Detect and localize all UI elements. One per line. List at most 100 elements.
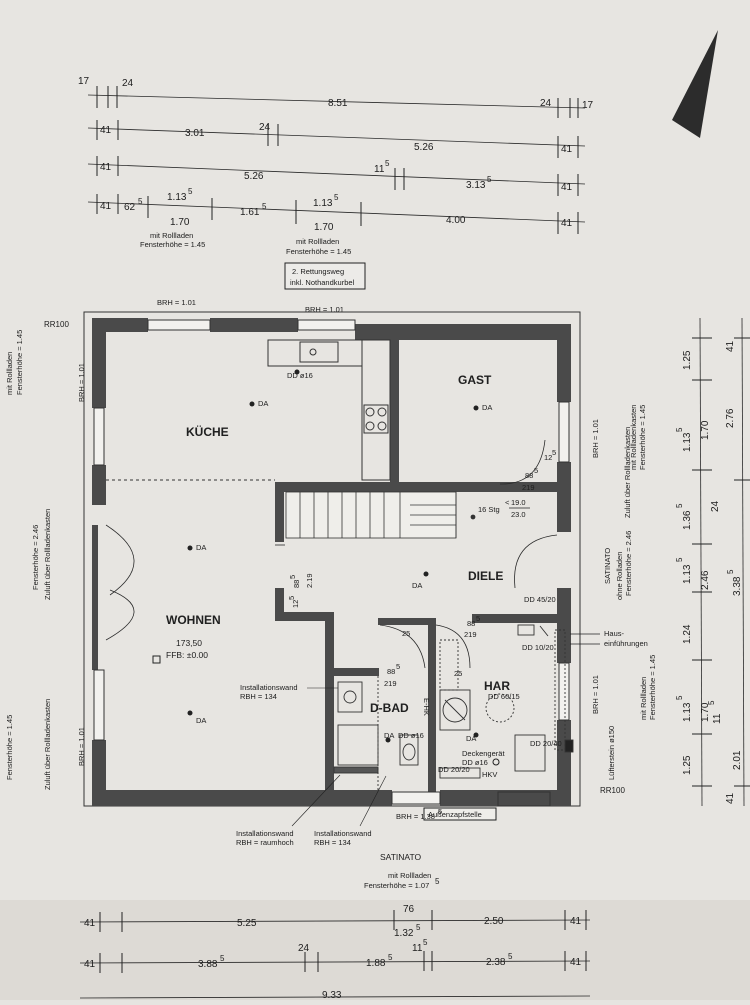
left-margin-b1: Fensterhöhe = 2.46 [31, 525, 40, 590]
dim-top-1e: 17 [582, 100, 594, 111]
fh-246: Fensterhöhe = 2.46 [624, 531, 633, 596]
room-kueche: KÜCHE [186, 424, 229, 439]
right-margin-c2: Fensterhöhe = 1.45 [648, 655, 657, 720]
room-wohnen: WOHNEN [166, 613, 221, 627]
left-margin-c2: Zuluft über Rollladenkasten [43, 699, 52, 790]
left-margin-a2: Fensterhöhe = 1.45 [15, 330, 24, 395]
dim-top-4c-sup: 5 [188, 187, 193, 196]
dim-top-1a: 17 [78, 76, 90, 87]
rdim-i2-wrap: 5 [675, 427, 684, 432]
dim-top-4f-sup: 5 [334, 193, 339, 202]
rdim-i13-wrap: 5 [707, 700, 716, 705]
dim-top-4h: 4.00 [446, 215, 466, 226]
rdim-outer-2: 24 [710, 500, 721, 512]
bdim-3a: 9.33 [322, 990, 342, 1000]
bdim-2d-sup: 5 [388, 953, 393, 962]
door-kueche-h-wrap: 2.19 [305, 573, 314, 588]
dd-20-40: DD 20/40 [530, 739, 562, 748]
rdim-outer-1: 2.76 [725, 408, 736, 428]
inst-wall-1a: Installationswand [240, 683, 298, 692]
brh-left-lower: BRH = 1.01 [77, 727, 86, 766]
door-25b: 25 [454, 669, 462, 678]
washbasin-icon [337, 681, 363, 713]
brh-bottom: BRH = 1.38 [396, 812, 435, 821]
dim-top-2c: 24 [259, 122, 271, 133]
brh-right-lower-wrap: BRH = 1.01 [591, 675, 600, 714]
luefter-label: Lüfterstein ø150 [607, 726, 616, 780]
staircase [285, 491, 476, 539]
rdim-i1-wrap: 1.13 [682, 432, 693, 452]
bottom-note-b-sup: 5 [435, 877, 440, 886]
rdim-inner-3: 1.70 [700, 420, 711, 440]
rdim-inner-6: 1.13 [682, 564, 693, 584]
rdim-o6-wrap: 2.01 [732, 750, 743, 770]
brh-bottom-sup: 5 [438, 807, 442, 816]
rmargin-a1-wrap: mit Rollladenkasten [629, 405, 638, 470]
inst-wall-2b: RBH = raumhoch [236, 838, 294, 847]
rescue-path-box: 2. Rettungsweg inkl. Nothandkurbel [284, 262, 366, 290]
rescue-line-1: 2. Rettungsweg [292, 267, 344, 276]
dim-top-3c-sup: 5 [385, 159, 390, 168]
rdim-inner-7: 5 [675, 557, 684, 562]
rdim-o2-wrap: 24 [710, 500, 721, 512]
wc-icon [399, 734, 419, 766]
da-bad: DA [384, 731, 394, 740]
door-gast-w-sup: 5 [534, 466, 538, 475]
dim-top-3c: 11 [374, 164, 385, 175]
rdim-i11-wrap: 1.70 [700, 702, 711, 722]
top-dimension-lines: 17 24 8.51 24 17 41 3.01 24 5.26 41 41 5… [78, 76, 594, 256]
dd-60-15: DD 60/15 [488, 692, 520, 701]
door-bad-h: 219 [384, 679, 397, 688]
dim-top-4g: 1.70 [314, 222, 334, 233]
rdim-inner-0: 1.25 [682, 350, 693, 370]
ohne-rolladen: ohne Rolladen [615, 552, 624, 600]
hkv-label: HKV [482, 770, 497, 779]
brh-top-right: BRH = 1.01 [305, 305, 344, 314]
left-margin-a1: mit Rollladen [5, 352, 14, 395]
door-kueche-w: 88 [292, 580, 301, 588]
rdim-o1-wrap: 2.76 [725, 408, 736, 428]
bdim-2a: 41 [84, 959, 96, 970]
left-margin-b1-wrap: Fensterhöhe = 2.46 [31, 525, 40, 590]
house-entry-1: Haus- [604, 629, 625, 638]
exterior-tap-label: Außenzapfstelle [428, 810, 482, 819]
window-note-left-a: mit Rollladen [150, 231, 193, 240]
ohne-rolladen-wrap: ohne Rolladen [615, 552, 624, 600]
zuluft-right-wrap: Zuluft über Rollladenkasten [623, 427, 632, 518]
rdim-o0-wrap: 41 [725, 340, 736, 352]
bdim-2f: 2.38 [486, 957, 506, 968]
rr100-top-left: RR100 [44, 320, 69, 329]
rdim-i0-wrap: 1.25 [682, 350, 693, 370]
rdim-outer-5: 5 [726, 569, 735, 574]
bottom-dimension-lines: 41 5.25 76 2.50 41 1.32 5 41 3.88 5 24 1… [79, 904, 591, 1001]
door-swings [105, 439, 558, 669]
rdim-i7-wrap: 5 [675, 557, 684, 562]
rdim-i3-wrap: 1.70 [700, 420, 711, 440]
left-margin-a2-wrap: Fensterhöhe = 1.45 [15, 330, 24, 395]
dim-top-4e: 1.61 [240, 207, 260, 218]
dim-top-3a: 41 [100, 162, 112, 173]
rdim-inner-10: 5 [675, 695, 684, 700]
da-diele: DA [412, 581, 422, 590]
stair-ratio-bottom: 23.0 [511, 510, 526, 519]
door-kueche-12: 12 [291, 600, 300, 608]
door-kueche-dims: 88 5 [288, 575, 301, 588]
bathroom-fixtures [333, 676, 419, 792]
rdim-inner-12: 11 [712, 713, 723, 724]
door-kueche-h: 2.19 [305, 573, 314, 588]
rdim-o4-wrap: 3.38 [732, 576, 743, 596]
room-har: HAR [484, 679, 510, 693]
dim-top-3d-sup: 5 [487, 175, 492, 184]
rdim-outer-6: 2.01 [732, 750, 743, 770]
stair-count: 16 Stg [478, 505, 500, 514]
rdim-i10-wrap: 5 [675, 695, 684, 700]
brh-left-lower-wrap: BRH = 1.01 [77, 727, 86, 766]
dim-top-4e-sup: 5 [262, 202, 267, 211]
bdim-2g: 41 [570, 957, 582, 968]
dim-top-1d: 24 [540, 98, 552, 109]
door-25a: 25 [402, 629, 410, 638]
rdim-inner-13: 5 [707, 700, 716, 705]
brh-right-upper-wrap: BRH = 1.01 [591, 419, 600, 458]
rdim-outer-7: 41 [725, 792, 736, 804]
paper-shadow [0, 900, 750, 1000]
